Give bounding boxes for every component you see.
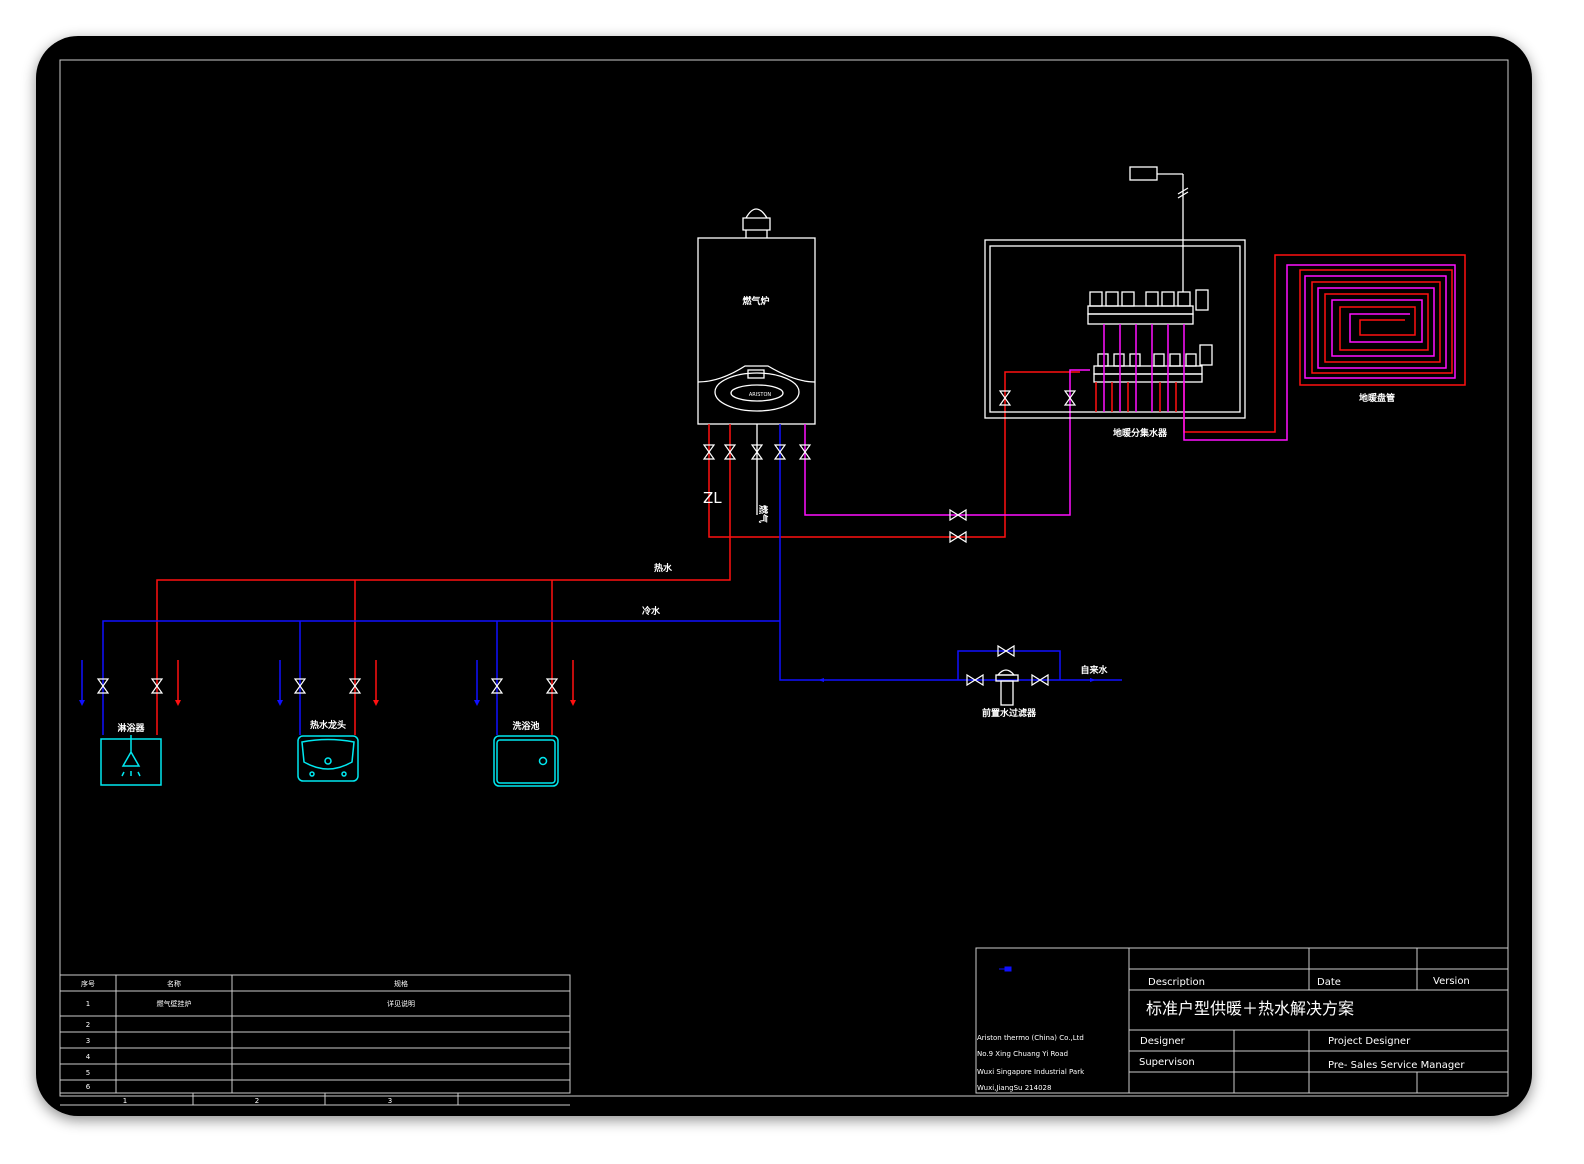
title-block [975,947,1509,1094]
floor-heating-manifold[interactable]: 地暖分集水器 [984,174,1466,441]
version-label: Version [1433,976,1470,987]
tap-water-label: 自来水 [1080,664,1108,676]
ruler-label: 3 [388,1097,392,1105]
hot-water-pipe [156,424,731,735]
parts-header-spec: 规格 [394,979,408,988]
gas-boiler[interactable]: 燃气炉 ARISTON [697,208,816,425]
parts-row-no: 2 [86,1021,90,1029]
parts-table [59,974,571,1106]
floor-coil-label: 地暖盘管 [1359,392,1395,404]
project-title: 标准户型供暖＋热水解决方案 [1146,999,1354,1018]
heating-return-pipe [804,369,1090,516]
hot-arrows [177,660,574,703]
parts-header-no: 序号 [81,979,95,988]
hot-faucet-label: 热水龙头 [310,719,346,731]
cold-water-pipe [102,424,1122,735]
basin-fixture[interactable]: 洗浴池 [493,720,559,787]
supervision-label: Supervison [1139,1057,1195,1068]
prefilter[interactable]: 前置水过滤器 [966,645,1049,719]
project-designer-label: Project Designer [1328,1036,1411,1047]
hot-water-branches [354,580,553,735]
boiler-brand: ARISTON [749,392,772,398]
presales-manager-label: Pre- Sales Service Manager [1328,1060,1465,1071]
parts-row-spec: 详见说明 [387,999,415,1008]
date-label: Date [1317,977,1341,988]
company-line: Wuxi,JiangSu 214028 [977,1084,1051,1092]
manifold-label: 地暖分集水器 [1113,427,1168,439]
room-thermostat[interactable] [1129,166,1183,181]
description-label: Description [1148,977,1205,988]
boiler-label: 燃气炉 [742,295,769,307]
designer-label: Designer [1140,1036,1186,1047]
heating-supply-pipe [708,371,1080,538]
company-line: Wuxi Singapore Industrial Park [977,1068,1085,1076]
cold-arrows [81,660,478,703]
parts-row-no: 6 [86,1083,91,1091]
shower-fixture[interactable]: 淋浴器 [100,722,162,786]
parts-row-no: 1 [86,1000,90,1008]
parts-row-no: 4 [86,1053,91,1061]
shower-label: 淋浴器 [117,722,145,734]
parts-row-name: 燃气壁挂炉 [157,999,192,1008]
drawing-border [59,59,1509,1097]
cad-drawing-canvas[interactable] [36,36,1532,1116]
ruler-label: 2 [255,1097,259,1105]
hot-water-label: 热水 [654,562,673,574]
filter-bypass-pipe [957,650,1061,680]
cold-water-label: 冷水 [642,605,661,617]
basin-label: 洗浴池 [512,720,539,732]
hot-faucet-fixture[interactable]: 热水龙头 [297,719,359,782]
gas-label: 燃气 [757,505,769,523]
zl-label: ZL [703,489,722,507]
ruler-label: 1 [123,1097,127,1105]
parts-header-name: 名称 [167,979,181,988]
parts-row-no: 5 [86,1069,90,1077]
fixture-valves[interactable] [97,678,558,694]
prefilter-label: 前置水过滤器 [982,707,1037,719]
company-line: Ariston thermo (China) Co.,Ltd [977,1034,1084,1042]
company-line: No.9 Xing Chuang Yi Road [977,1050,1068,1058]
parts-row-no: 3 [86,1037,90,1045]
